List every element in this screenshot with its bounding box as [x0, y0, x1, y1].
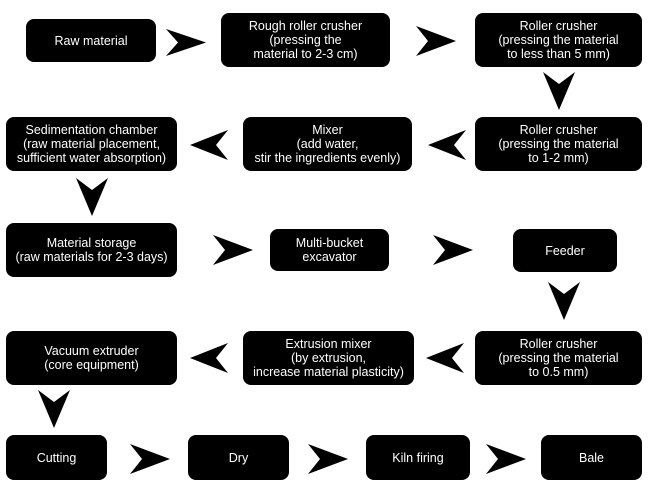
node-roller-crusher-1: Roller crusher (pressing the material to… — [475, 13, 642, 67]
node-cutting: Cutting — [6, 435, 107, 480]
node-label-line: Roller crusher — [519, 123, 598, 137]
node-label-line: material to 2-3 cm) — [253, 47, 358, 61]
node-label-line: Raw material — [54, 33, 128, 48]
node-mixer: Mixer (add water, stir the ingredients e… — [243, 117, 412, 171]
node-extrusion-mixer: Extrusion mixer (by extrusion, increase … — [243, 331, 414, 385]
node-sedimentation-chamber: Sedimentation chamber (raw material plac… — [6, 117, 177, 171]
node-label-line: Kiln firing — [392, 450, 444, 465]
node-label-line: (pressing the material — [498, 351, 619, 365]
node-label-line: (by extrusion, — [290, 351, 367, 365]
node-bale: Bale — [541, 435, 642, 480]
arrow-down-icon — [76, 178, 108, 216]
node-label-line: stir the ingredients evenly) — [254, 151, 401, 165]
arrow-down-icon — [548, 282, 580, 320]
node-label-line: increase material plasticity) — [253, 365, 404, 379]
node-vacuum-extruder: Vacuum extruder (core equipment) — [6, 331, 177, 385]
arrow-right-icon — [130, 444, 170, 474]
arrow-down-icon — [543, 72, 575, 110]
arrow-right-icon — [433, 235, 473, 265]
node-label-line: Extrusion mixer — [285, 337, 372, 351]
arrow-left-icon — [190, 343, 228, 373]
node-label-line: Rough roller crusher — [248, 19, 363, 33]
node-label-line: to 1-2 mm) — [528, 151, 589, 165]
arrow-left-icon — [428, 130, 466, 160]
node-multi-bucket-excavator: Multi-bucket excavator — [270, 229, 389, 271]
node-dry: Dry — [188, 435, 289, 480]
node-label-line: (pressing the material — [498, 137, 619, 151]
node-label-line: Cutting — [36, 450, 77, 465]
arrow-right-icon — [486, 444, 526, 474]
arrow-left-icon — [190, 130, 228, 160]
node-kiln-firing: Kiln firing — [366, 435, 470, 480]
node-label-line: Bale — [578, 450, 605, 465]
node-material-storage: Material storage (raw materials for 2-3 … — [6, 223, 177, 277]
arrow-right-icon — [416, 26, 456, 56]
node-label-line: sufficient water absorption) — [16, 151, 167, 165]
node-label-line: Roller crusher — [519, 19, 598, 33]
node-label-line: to 0.5 mm) — [528, 365, 589, 379]
arrow-down-icon — [38, 390, 70, 428]
node-label-line: Vacuum extruder — [44, 344, 139, 358]
node-label-line: Multi-bucket — [295, 236, 364, 250]
node-label-line: (raw material placement, — [23, 137, 160, 151]
node-label-line: (raw materials for 2-3 days) — [15, 250, 168, 264]
node-rough-roller-crusher: Rough roller crusher (pressing the mater… — [221, 13, 390, 67]
node-label-line: excavator — [302, 250, 357, 264]
node-label-line: Mixer — [312, 123, 343, 137]
node-label-line: (pressing the — [269, 33, 342, 47]
node-label-line: (add water, — [296, 137, 359, 151]
node-label-line: to less than 5 mm) — [507, 47, 610, 61]
node-label-line: Material storage — [46, 236, 137, 250]
node-label-line: Roller crusher — [519, 337, 598, 351]
arrow-left-icon — [426, 343, 464, 373]
node-label-line: Dry — [228, 450, 249, 465]
node-label-line: Sedimentation chamber — [25, 123, 158, 137]
arrow-right-icon — [213, 235, 253, 265]
arrow-right-icon — [166, 29, 206, 56]
node-feeder: Feeder — [513, 229, 617, 272]
arrow-right-icon — [308, 444, 348, 474]
node-label-line: (pressing the material — [498, 33, 619, 47]
node-label-line: Feeder — [545, 243, 585, 258]
node-raw-material: Raw material — [26, 19, 156, 62]
node-label-line: (core equipment) — [44, 358, 139, 372]
node-roller-crusher-3: Roller crusher (pressing the material to… — [475, 331, 642, 385]
node-roller-crusher-2: Roller crusher (pressing the material to… — [475, 117, 642, 171]
